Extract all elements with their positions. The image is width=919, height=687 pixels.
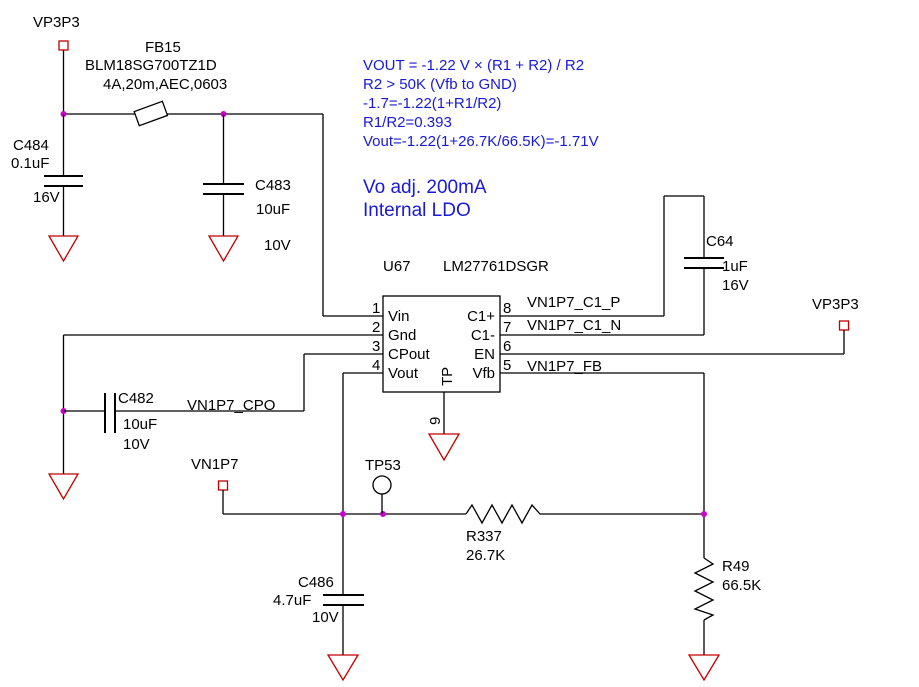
note-line-2: R2 > 50K (Vfb to GND) <box>363 76 517 93</box>
junction-dot <box>701 511 707 517</box>
ground-symbol <box>47 235 80 263</box>
net-label-c1n: VN1P7_C1_N <box>527 317 621 334</box>
pin-number: 7 <box>503 319 511 336</box>
u67-part: LM27761DSGR <box>443 258 549 275</box>
pin-name: C1- <box>471 327 495 344</box>
note-line-3: -1.7=-1.22(1+R1/R2) <box>363 95 501 112</box>
note-line-4: R1/R2=0.393 <box>363 114 452 131</box>
pin-name: CPout <box>388 346 431 363</box>
power-port-vp3p3-right: VP3P3 <box>812 296 859 354</box>
r337-value: 26.7K <box>466 547 505 564</box>
test-point-symbol <box>372 475 392 495</box>
port-label-vp3p3-right: VP3P3 <box>812 296 859 313</box>
ground-symbol <box>326 654 360 682</box>
net-label-fb: VN1P7_FB <box>527 358 602 375</box>
c486-ref: C486 <box>298 574 334 591</box>
pin-number: 8 <box>503 300 511 317</box>
power-port-vp3p3-left: VP3P3 <box>33 14 80 114</box>
capacitor-c486: C486 4.7uF 10V <box>273 574 364 682</box>
r49-ref: R49 <box>722 558 750 575</box>
c483-value: 10uF <box>256 201 290 218</box>
fb15-ref: FB15 <box>145 39 181 56</box>
c64-voltage: 16V <box>722 277 749 294</box>
port-label-vp3p3-left: VP3P3 <box>33 14 80 31</box>
c482-voltage: 10V <box>123 436 150 453</box>
test-point-tp53: TP53 <box>365 457 401 514</box>
note-heading-2: Internal LDO <box>363 200 471 221</box>
pin-name: EN <box>474 346 495 363</box>
c484-ref: C484 <box>13 137 49 154</box>
ground-symbol <box>207 235 240 263</box>
power-port-vn1p7: VN1P7 <box>191 456 239 514</box>
design-notes: VOUT = -1.22 V × (R1 + R2) / R2 R2 > 50K… <box>363 57 599 221</box>
ferrite-bead-fb15: FB15 BLM18SG700TZ1D 4A,20m,AEC,0603 <box>85 39 227 127</box>
pin-number: 5 <box>503 357 511 374</box>
port-symbol <box>217 480 229 491</box>
note-line-1: VOUT = -1.22 V × (R1 + R2) / R2 <box>363 57 584 74</box>
ground-symbol <box>47 473 80 501</box>
pin-number: 3 <box>372 338 380 355</box>
resistor-r49: R49 66.5K <box>687 557 761 682</box>
port-label-vn1p7: VN1P7 <box>191 456 239 473</box>
capacitor-c64: C64 1uF 16V <box>684 196 749 335</box>
pin-name: Vfb <box>472 365 495 382</box>
r49-value: 66.5K <box>722 577 761 594</box>
pin-number: 9 <box>427 417 444 425</box>
ic-u67: U67 LM27761DSGR 1 2 3 4 Vin Gnd CPout Vo… <box>372 258 549 462</box>
capacitor-c482: C482 10uF 10V <box>63 390 304 453</box>
capacitor-c483: C483 10uF 10V <box>203 114 291 263</box>
c486-voltage: 10V <box>312 609 339 626</box>
fb15-part: BLM18SG700TZ1D <box>85 57 217 74</box>
ground-symbol <box>687 654 721 682</box>
c64-ref: C64 <box>706 233 734 250</box>
c482-ref: C482 <box>118 390 154 407</box>
c483-ref: C483 <box>255 177 291 194</box>
c64-value: 1uF <box>722 258 748 275</box>
pin-name: C1+ <box>467 308 495 325</box>
r337-ref: R337 <box>466 528 502 545</box>
capacitor-c484: C484 0.1uF 16V <box>11 114 83 263</box>
pin-name: Vout <box>388 365 419 382</box>
c486-value: 4.7uF <box>273 592 311 609</box>
port-symbol <box>838 320 850 331</box>
resistor-r337: R337 26.7K <box>465 503 544 564</box>
c484-value: 0.1uF <box>11 155 49 172</box>
resistor-zigzag <box>693 557 715 621</box>
ferrite-body <box>133 100 169 127</box>
pin-name: TP <box>439 367 456 386</box>
pin-number: 2 <box>372 319 380 336</box>
c484-voltage: 16V <box>33 189 60 206</box>
note-line-5: Vout=-1.22(1+26.7K/66.5K)=-1.71V <box>363 133 599 150</box>
tp53-ref: TP53 <box>365 457 401 474</box>
pin-number: 1 <box>372 300 380 317</box>
c482-value: 10uF <box>123 416 157 433</box>
net-label-c1p: VN1P7_C1_P <box>527 294 620 311</box>
net-label-cpo: VN1P7_CPO <box>187 397 275 414</box>
note-heading-1: Vo adj. 200mA <box>363 177 487 198</box>
resistor-zigzag <box>465 503 544 525</box>
pin-number: 6 <box>503 338 511 355</box>
ground-symbol <box>427 433 461 462</box>
fb15-spec: 4A,20m,AEC,0603 <box>103 76 227 93</box>
junction-dot <box>340 511 346 517</box>
junction-dot <box>380 511 386 517</box>
pin-name: Vin <box>388 308 409 325</box>
ic-body <box>382 295 501 393</box>
pin-number: 4 <box>372 357 380 374</box>
port-symbol <box>58 40 69 51</box>
pin-name: Gnd <box>388 327 416 344</box>
u67-ref: U67 <box>383 258 411 275</box>
c483-voltage: 10V <box>264 237 291 254</box>
